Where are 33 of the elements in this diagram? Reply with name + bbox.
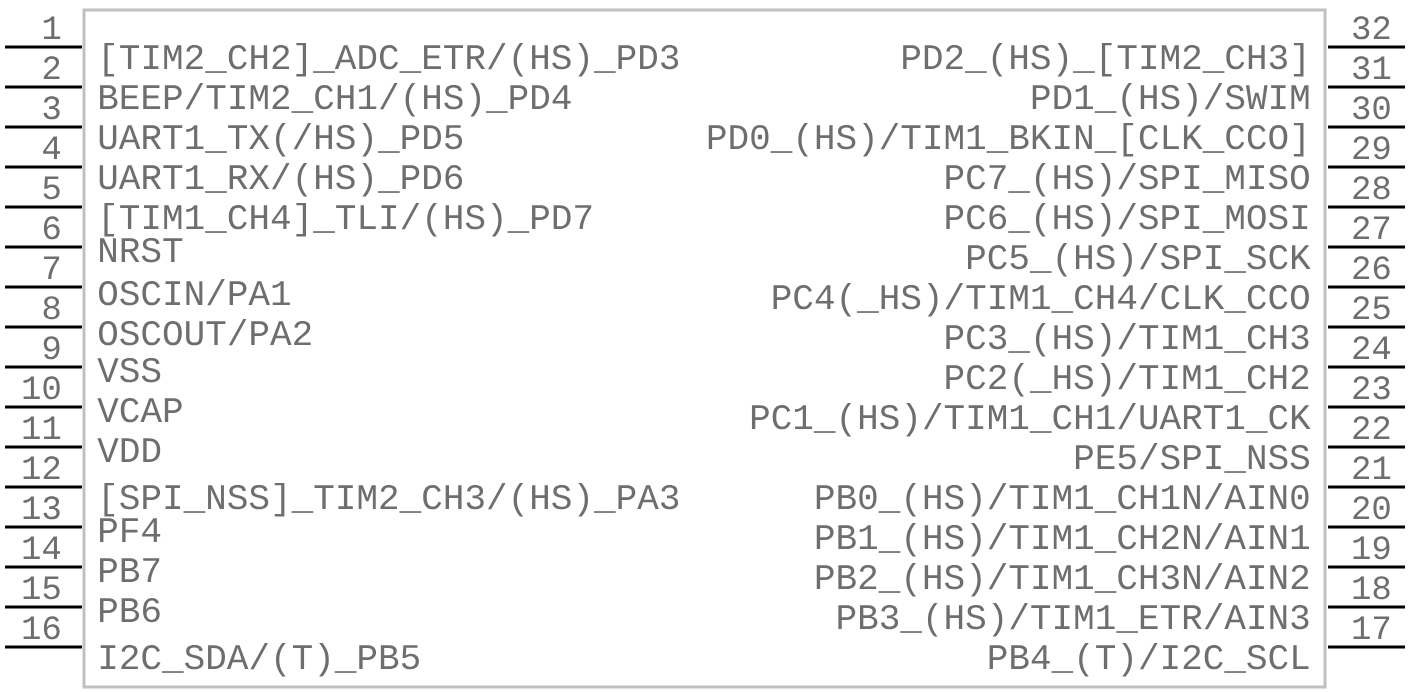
pin-name: PB0_(HS)/TIM1_CH1N/AIN0 (816, 482, 1309, 517)
pin-name: UART1_TX(/HS)_PD5 (99, 122, 463, 157)
pin-name: UART1_RX/(HS)_PD6 (99, 162, 463, 197)
pin-name: PB3_(HS)/TIM1_ETR/AIN3 (838, 602, 1309, 637)
pin-name: PC7_(HS)/SPI_MISO (946, 162, 1309, 197)
pin-name: PC2(_HS)/TIM1_CH2 (946, 362, 1309, 397)
chip-body (82, 8, 1327, 689)
pin-name: PF4 (100, 518, 161, 542)
pin-name: OSCIN/PA1 (99, 278, 290, 306)
pin-name: [SPI_NSS]_TIM2_CH3/(HS)_PA3 (104, 482, 679, 517)
pin-name: PD0_(HS)/TIM1_BKIN_[CLK_CCO] (708, 122, 1304, 157)
pin-name: PB7 (100, 558, 160, 582)
pin-name: PC3_(HS)/TIM1_CH3 (946, 322, 1309, 357)
pin-name: PD1_(HS)/SWIM (1032, 82, 1309, 117)
pin-name: PC1_(HS)/TIM1_CH1/UART1_CK (751, 402, 1311, 437)
pin-name: PB4_(T)/I2C_SCL (989, 642, 1309, 677)
pin-name: VDD (97, 438, 161, 462)
pin-name: OSCOUT/PA2 (99, 318, 311, 346)
pin-name: PC4(_HS)/TIM1_CH4/CLK_CCO (773, 282, 1309, 317)
pin-name: PD2_(HS)_[TIM2_CH3] (903, 42, 1304, 77)
pin-name: VCAP (97, 397, 182, 423)
pin-name: PC6_(HS)/SPI_MOSI (946, 202, 1308, 237)
pin-name: NRST (100, 237, 183, 263)
pin-name: I2C_SDA/(T)_PB5 (100, 642, 419, 677)
pin-name: BEEP/TIM2_CH1/(HS)_PD4 (100, 82, 571, 117)
pin-name: PC5_(HS)/SPI_SCK (968, 242, 1311, 277)
pin-name: PB6 (100, 597, 160, 623)
pin-name: VSS (97, 357, 161, 383)
pin-name: PE5/SPI_NSS (1076, 442, 1309, 473)
pin-name: PB2_(HS)/TIM1_CH3N/AIN2 (816, 562, 1309, 597)
pin-name: [TIM2_CH2]_ADC_ETR/(HS)_PD3 (104, 42, 679, 77)
pin-name: [TIM1_CH4]_TLI/(HS)_PD7 (104, 202, 592, 237)
pin-name: PB1_(HS)/TIM1_CH2N/AIN1 (816, 522, 1309, 557)
